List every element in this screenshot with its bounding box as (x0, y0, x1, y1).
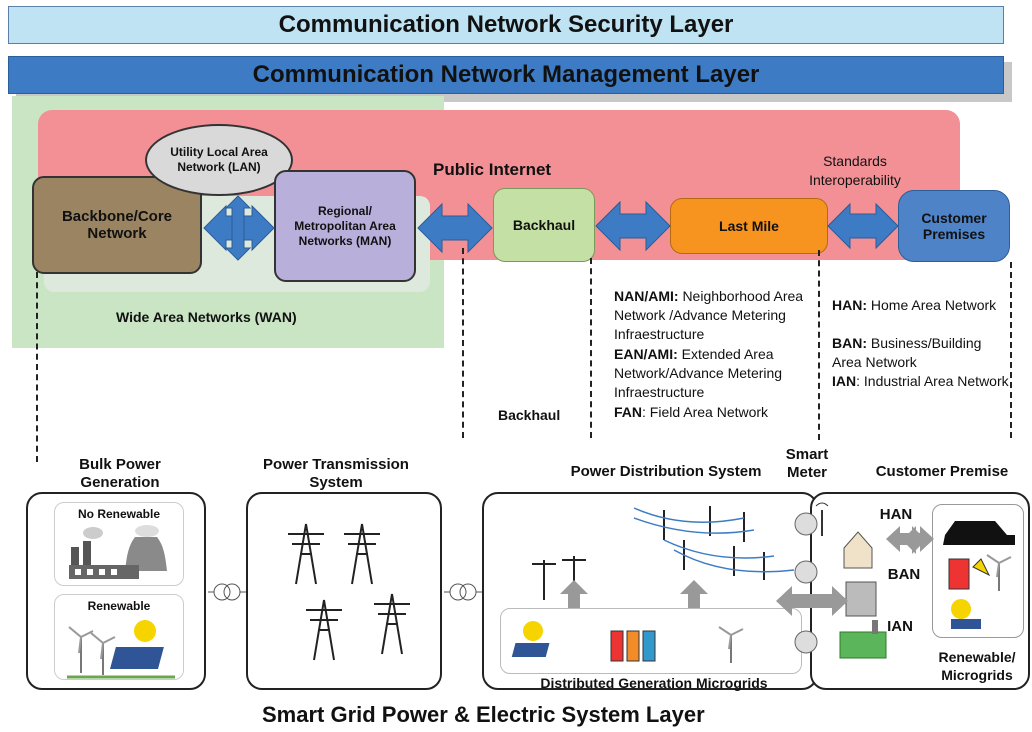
smart-meter-3 (794, 630, 818, 654)
customer-premise-title: Customer Premise (875, 463, 1009, 480)
definition-fan-text: : Field Area Network (642, 404, 769, 420)
transformer-icon-1 (208, 583, 248, 601)
backhaul-node-label: Backhaul (512, 217, 576, 233)
definition-han: HAN: Home Area Network (832, 296, 1012, 315)
definition-nan: NAN/AMI: Neighborhood Area Network /Adva… (614, 287, 814, 344)
dg-microgrids-title: Distributed Generation Microgrids (540, 675, 768, 691)
utility-lan-label: Utility Local Area Network (LAN) (170, 145, 268, 174)
definition-ban-text: Business/Building Area Network (832, 335, 982, 370)
smart-meter-title: Smart Meter (785, 446, 829, 481)
customer-exchange-arrows (776, 586, 848, 616)
security-layer-title: Communication Network Security Layer (278, 11, 734, 38)
last-mile-label: Last Mile (719, 218, 779, 234)
wan-label: Wide Area Networks (WAN) (116, 309, 297, 325)
dashed-line-5 (1010, 262, 1012, 438)
backhaul-label: Backhaul (498, 407, 561, 423)
no-renewable-label: No Renewable (77, 507, 161, 521)
renewable-icon (67, 620, 175, 679)
renewable-microgrids-title: Renewable/ Microgrids (938, 649, 1016, 683)
transmission-panel (246, 492, 442, 690)
distribution-panel: Distributed Generation Microgrids (482, 492, 818, 691)
utility-lan-node: Utility Local Area Network (LAN) (145, 124, 293, 196)
regional-node: Regional/ Metropolitan Area Networks (MA… (274, 170, 416, 282)
regional-label: Regional/ Metropolitan Area Networks (MA… (294, 203, 396, 248)
definition-han-text: Home Area Network (870, 297, 997, 313)
arrow-regional-backhaul (417, 202, 493, 254)
dashed-line-4 (818, 250, 820, 440)
backbone-label: Backbone/Core Network (61, 208, 173, 242)
bulk-power-title: Bulk Power Generation (79, 456, 161, 491)
smart-meter-1 (794, 512, 818, 536)
standards-label: Standards Interoperability (809, 153, 901, 188)
smart-meters-icon (794, 502, 829, 654)
transformer-icon-2 (444, 583, 484, 601)
renewable-panel: Renewable (54, 594, 184, 680)
distribution-title: Power Distribution System (570, 463, 762, 480)
definition-fan-abbr: FAN (614, 404, 642, 420)
ian-label: IAN (887, 618, 913, 635)
ban-label: BAN (887, 566, 921, 583)
dg-microgrids-panel (500, 608, 802, 674)
last-mile-node: Last Mile (670, 198, 828, 254)
customer-premises-node: Customer Premises (898, 190, 1010, 262)
definition-han-abbr: HAN: (832, 297, 867, 313)
transmission-title: Power Transmission System (263, 456, 409, 491)
network-arrows (203, 195, 899, 261)
definition-fan: FAN: Field Area Network (614, 403, 814, 422)
dashed-line-3 (590, 258, 592, 438)
dg-microgrids-icon (511, 621, 744, 663)
renewable-label: Renewable (87, 599, 151, 613)
distribution-lines-icon (532, 506, 795, 600)
smart-meter-2 (794, 560, 818, 584)
definition-ian-abbr: IAN (832, 373, 857, 389)
management-layer-title: Communication Network Management Layer (252, 61, 760, 88)
definition-ean-abbr: EAN/AMI: (614, 346, 678, 362)
definition-nan-abbr: NAN/AMI: (614, 288, 679, 304)
customer-premises-label: Customer Premises (921, 210, 987, 242)
arrow-lastmile-customer (827, 202, 899, 250)
customer-premise-panel: HAN BAN IAN Renewable/ Microgrids (810, 492, 1030, 690)
definition-ian-text: : Industrial Area Network (856, 373, 1009, 389)
ev-car-icon (943, 521, 1015, 629)
bulk-power-panel: No Renewable Renewable (26, 492, 206, 690)
definition-ean-text: Extended Area Network/Advance Metering I… (614, 346, 783, 400)
definition-ban-abbr: BAN: (832, 335, 867, 351)
han-label: HAN (879, 506, 913, 523)
han-exchange-arrow (886, 526, 934, 552)
arrow-lan-vertical (224, 195, 252, 261)
dashed-line-1 (36, 272, 38, 462)
public-internet-label: Public Internet (433, 160, 552, 179)
no-renewable-panel: No Renewable (54, 502, 184, 586)
backbone-node: Backbone/Core Network (32, 176, 202, 274)
definition-nan-text: Neighborhood Area Network /Advance Meter… (614, 288, 804, 342)
dashed-line-2 (462, 248, 464, 438)
power-plant-icon (69, 525, 167, 579)
management-layer-bar: Communication Network Management Layer (8, 56, 1004, 94)
definition-ean: EAN/AMI: Extended Area Network/Advance M… (614, 345, 810, 402)
transmission-towers-icon (288, 523, 410, 661)
power-layer-title: Smart Grid Power & Electric System Layer (262, 702, 705, 727)
customer-buildings-icon (839, 526, 926, 659)
backhaul-node: Backhaul (493, 188, 595, 262)
definition-ban: BAN: Business/Building Area Network (832, 334, 1012, 372)
renewable-microgrids-panel (932, 504, 1024, 638)
arrow-backhaul-lastmile (595, 200, 671, 252)
security-layer-bar: Communication Network Security Layer (8, 6, 1004, 44)
definition-ian: IAN: Industrial Area Network (832, 372, 1012, 391)
